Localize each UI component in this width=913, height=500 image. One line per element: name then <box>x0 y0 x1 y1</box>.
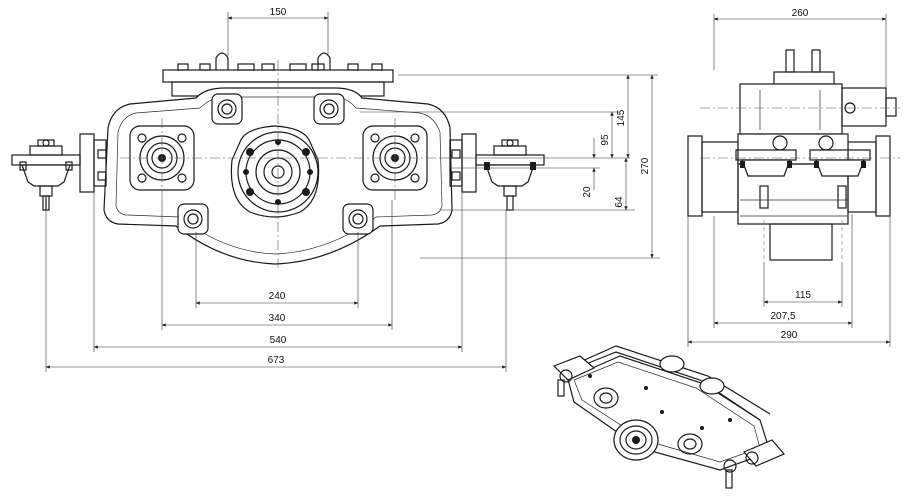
dim-260-label: 260 <box>792 8 809 19</box>
dim-207-label: 207,5 <box>770 311 795 322</box>
dim-240-label: 240 <box>269 291 286 302</box>
dim-540-label: 540 <box>270 335 287 346</box>
dim-95-label: 95 <box>600 134 611 146</box>
dim-115-label: 115 <box>795 290 811 301</box>
dim-150-label: 150 <box>270 7 287 18</box>
dim-64-label: 64 <box>614 196 625 208</box>
dim-340-label: 340 <box>269 313 286 324</box>
side-view-dimensions: 260 115 207,5 290 <box>687 8 891 347</box>
front-view <box>11 52 545 270</box>
isometric-view <box>552 345 785 489</box>
side-view <box>687 49 900 262</box>
front-view-dimensions: 150 95 145 270 20 64 240 340 540 <box>45 7 660 372</box>
dim-145-label: 145 <box>616 109 627 126</box>
dim-673-label: 673 <box>268 355 285 366</box>
dim-270-label: 270 <box>640 157 651 174</box>
dim-290-label: 290 <box>781 330 798 341</box>
dim-20-label: 20 <box>582 186 593 198</box>
